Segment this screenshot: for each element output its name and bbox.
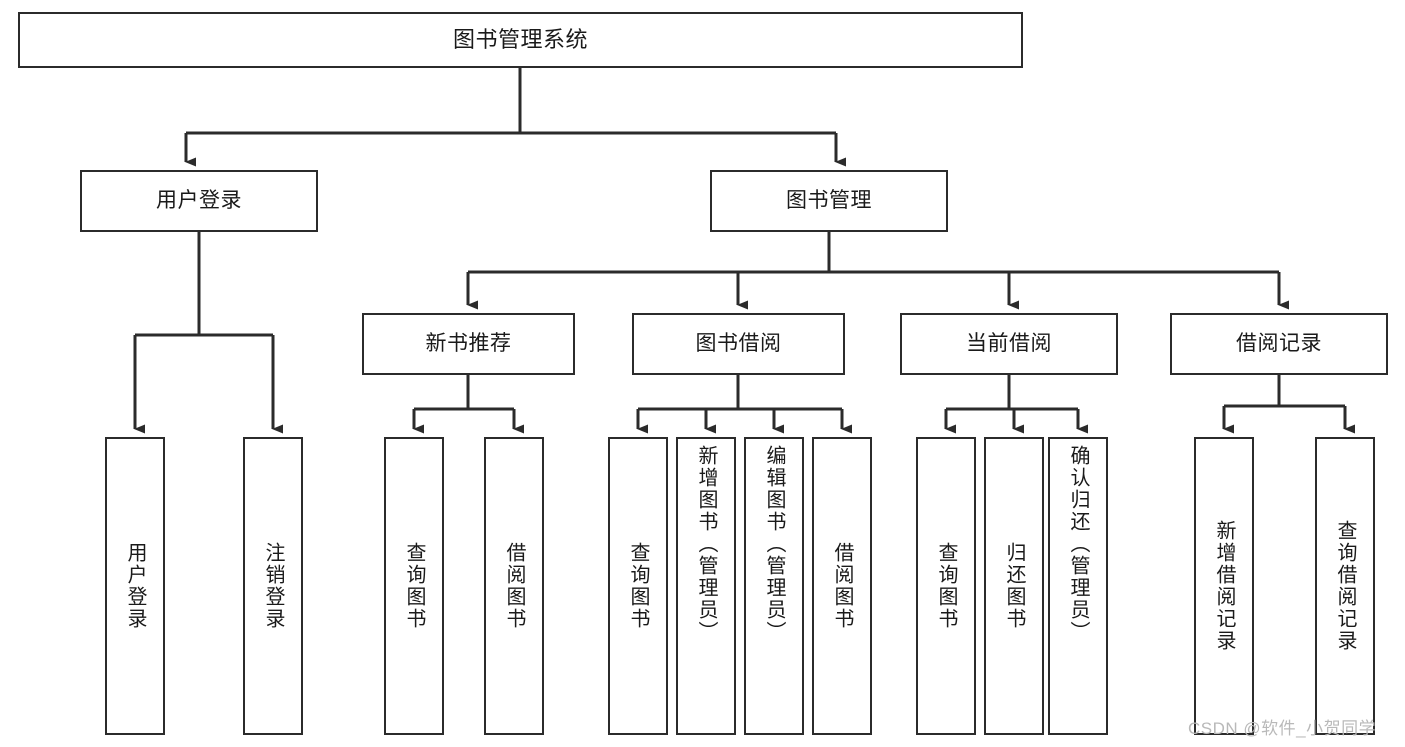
- node-label: 查询图书: [935, 542, 957, 630]
- node-label: 确认归还（管理员）: [1067, 445, 1089, 643]
- node-leaf-borrow-record-query[interactable]: 查询借阅记录: [1315, 437, 1375, 735]
- node-leaf-book-borrow-borrow[interactable]: 借阅图书: [812, 437, 872, 735]
- node-leaf-user-login-logout[interactable]: 注销登录: [243, 437, 303, 735]
- node-label: 用户登录: [156, 188, 242, 212]
- node-leaf-book-borrow-add[interactable]: 新增图书（管理员）: [676, 437, 736, 735]
- node-user-login[interactable]: 用户登录: [80, 170, 318, 232]
- node-book-management[interactable]: 图书管理: [710, 170, 948, 232]
- node-label: 新增图书（管理员）: [695, 445, 717, 643]
- node-label: 新书推荐: [425, 331, 512, 355]
- node-leaf-borrow-record-add[interactable]: 新增借阅记录: [1194, 437, 1254, 735]
- node-label: 借阅图书: [831, 542, 853, 630]
- node-label: 归还图书: [1003, 542, 1025, 630]
- node-label: 查询图书: [403, 542, 425, 630]
- node-label: 注销登录: [262, 542, 284, 630]
- node-root-library-system[interactable]: 图书管理系统: [18, 12, 1023, 68]
- node-label: 查询图书: [627, 542, 649, 630]
- node-label: 借阅图书: [503, 542, 525, 630]
- node-borrow-record[interactable]: 借阅记录: [1170, 313, 1388, 375]
- csdn-watermark: CSDN @软件_小贺同学: [1188, 719, 1377, 738]
- node-leaf-new-book-borrow[interactable]: 借阅图书: [484, 437, 544, 735]
- node-label: 当前借阅: [966, 331, 1052, 355]
- node-leaf-user-login-login[interactable]: 用户登录: [105, 437, 165, 735]
- node-label: 用户登录: [124, 542, 146, 630]
- node-current-borrow[interactable]: 当前借阅: [900, 313, 1118, 375]
- node-label: 图书管理系统: [452, 27, 588, 53]
- node-leaf-current-borrow-confirm-return[interactable]: 确认归还（管理员）: [1048, 437, 1108, 735]
- node-leaf-current-borrow-query[interactable]: 查询图书: [916, 437, 976, 735]
- node-leaf-new-book-query[interactable]: 查询图书: [384, 437, 444, 735]
- node-leaf-book-borrow-edit[interactable]: 编辑图书（管理员）: [744, 437, 804, 735]
- node-label: 查询借阅记录: [1334, 520, 1356, 652]
- node-label: 图书管理: [786, 188, 872, 212]
- node-leaf-book-borrow-query[interactable]: 查询图书: [608, 437, 668, 735]
- node-new-book-recommend[interactable]: 新书推荐: [362, 313, 575, 375]
- node-label: 借阅记录: [1236, 331, 1322, 355]
- node-book-borrow[interactable]: 图书借阅: [632, 313, 845, 375]
- node-label: 图书借阅: [695, 331, 782, 355]
- node-leaf-current-borrow-return[interactable]: 归还图书: [984, 437, 1044, 735]
- node-label: 编辑图书（管理员）: [763, 445, 785, 643]
- node-label: 新增借阅记录: [1213, 520, 1235, 652]
